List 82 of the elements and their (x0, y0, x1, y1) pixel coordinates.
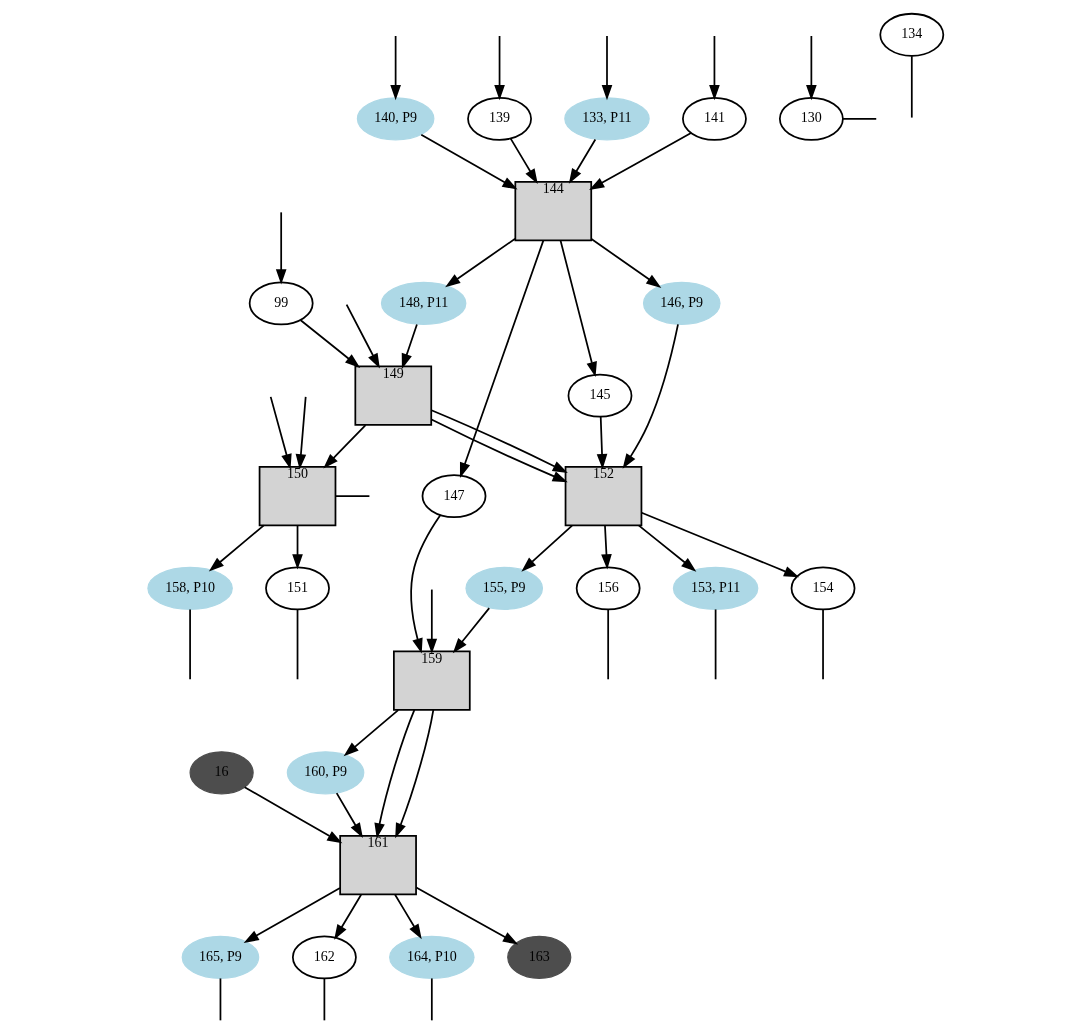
arrow (806, 34, 817, 100)
arrow (601, 524, 612, 569)
arrow (430, 418, 568, 482)
node-ellipse: 133, P11 (564, 96, 650, 140)
node-ellipse: 164, P10 (389, 935, 475, 979)
connector (219, 977, 222, 1021)
arrow (243, 886, 341, 943)
arrow (494, 34, 505, 100)
arrow (410, 513, 442, 653)
arrow (390, 34, 401, 100)
connector (189, 608, 191, 680)
arrow (243, 785, 343, 843)
node-ellipse: 165, P9 (181, 935, 260, 979)
node-ellipse: 16 (189, 750, 254, 794)
arrow (335, 791, 363, 838)
node-ellipse: 146, P9 (642, 281, 721, 325)
connector (335, 494, 371, 497)
arrow (374, 708, 416, 838)
arrow (709, 34, 720, 100)
node-ellipse: 156 (575, 565, 641, 610)
node-ellipse: 163 (507, 935, 572, 979)
arrow (521, 524, 573, 572)
connector (714, 608, 717, 680)
arrow (430, 408, 568, 473)
arrow (426, 588, 438, 654)
arrow (334, 893, 362, 940)
arrow (395, 708, 435, 838)
arrow (452, 606, 491, 653)
node-ellipse: 158, P10 (147, 566, 233, 610)
arrow (394, 893, 422, 939)
connector (607, 608, 610, 680)
node-ellipse: 155, P9 (465, 566, 544, 610)
node-ellipse: 153, P11 (672, 566, 759, 610)
node-ellipse: 130 (778, 96, 844, 141)
arrow (459, 239, 545, 478)
arrow (295, 395, 307, 469)
arrow (637, 524, 697, 572)
arrow (208, 524, 265, 571)
connector (296, 608, 299, 680)
node-box: 150 (258, 465, 337, 526)
arrow (559, 238, 597, 377)
arrow (323, 423, 367, 468)
node-ellipse: 134 (879, 12, 945, 57)
node-ellipse: 147 (421, 473, 487, 518)
connector (822, 608, 824, 680)
node-ellipse: 145 (567, 373, 633, 418)
arrow (343, 708, 400, 756)
arrow (299, 318, 361, 368)
node-box: 152 (564, 465, 643, 526)
node-ellipse: 151 (265, 565, 330, 610)
connector (910, 54, 913, 118)
arrow (589, 131, 692, 190)
arrow (292, 524, 303, 569)
arrow (420, 133, 518, 190)
connector (430, 977, 433, 1021)
arrow (601, 34, 613, 100)
node-box: 161 (339, 834, 417, 895)
node-ellipse: 140, P9 (356, 96, 435, 140)
arrow (509, 137, 538, 184)
node-ellipse: 160, P9 (286, 750, 365, 794)
node-ellipse: 154 (790, 565, 856, 610)
connector (323, 977, 326, 1021)
node-ellipse: 99 (248, 280, 314, 325)
node-box: 149 (354, 365, 433, 426)
arrow (275, 210, 287, 285)
arrow (596, 415, 608, 469)
arrow (269, 395, 292, 469)
node-ellipse: 141 (682, 96, 747, 141)
node-ellipse: 148, P11 (380, 281, 467, 325)
arrow (622, 322, 679, 469)
arrow (568, 138, 597, 184)
arrow (590, 237, 662, 288)
arrow (640, 511, 800, 577)
node-box: 144 (514, 180, 593, 241)
node-ellipse: 162 (291, 934, 357, 979)
arrow (445, 237, 516, 287)
arrow (345, 303, 380, 369)
node-box: 159 (393, 650, 471, 711)
arrow (415, 886, 519, 944)
arrow (401, 323, 418, 369)
connector (842, 117, 878, 120)
node-ellipse: 139 (467, 96, 532, 141)
